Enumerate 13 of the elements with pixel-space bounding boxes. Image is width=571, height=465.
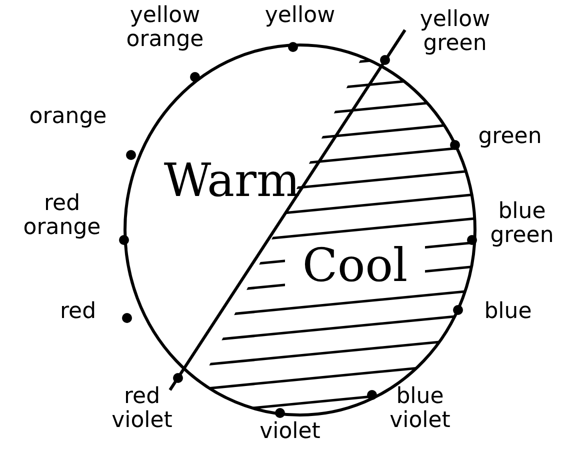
region-label: Warm xyxy=(162,155,302,206)
color-name-label: yellow orange xyxy=(125,4,205,52)
color-name-label: red xyxy=(58,300,98,324)
color-name-label: orange xyxy=(28,105,108,129)
color-name-label: yellow green xyxy=(418,8,492,56)
color-name-label: red orange xyxy=(22,192,102,240)
color-name-label: violet xyxy=(258,420,322,444)
color-name-label: blue green xyxy=(489,200,555,248)
color-name-label: blue xyxy=(483,300,533,324)
color-name-label: yellow xyxy=(264,4,336,28)
color-name-label: red violet xyxy=(110,385,174,433)
color-name-label: blue violet xyxy=(388,385,452,433)
color-name-label: green xyxy=(477,125,543,149)
